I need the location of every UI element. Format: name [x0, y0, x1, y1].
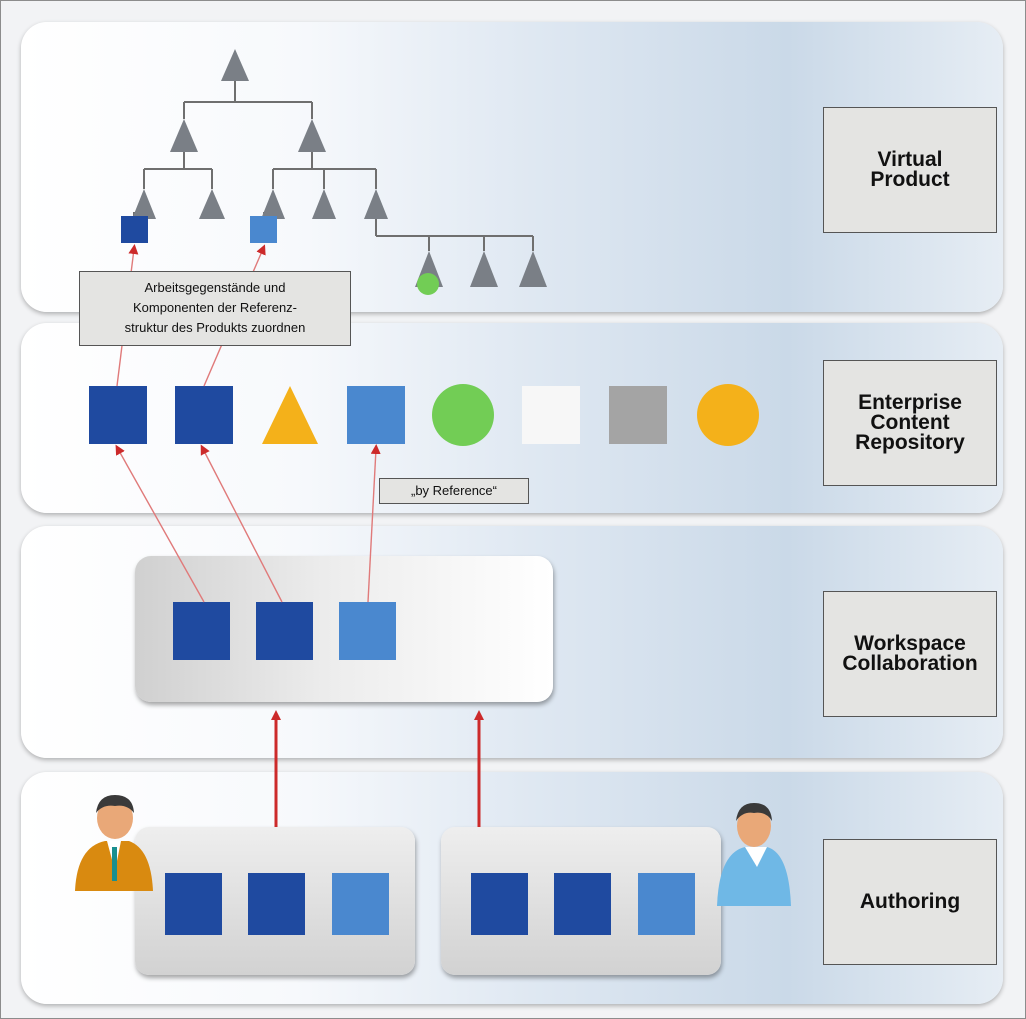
repo-orange-circle: [697, 384, 759, 446]
repo-light-blue-square: [347, 386, 405, 444]
author-user-left-avatar: [75, 795, 153, 891]
repo-dark-blue-square: [89, 386, 147, 444]
authoring-dark-blue-square: [165, 873, 222, 935]
product-structure-tree: [133, 81, 534, 251]
label-enterprise-content-repository: Enterprise Content Repository: [823, 360, 997, 486]
label-authoring: Authoring: [823, 839, 997, 965]
authoring-light-blue-square: [332, 873, 389, 935]
tree-node-triangle: [199, 189, 225, 219]
note-by-reference: „by Reference“: [379, 478, 529, 504]
tree-item-green-circle: [417, 273, 439, 295]
tree-node-root-triangle: [221, 49, 249, 81]
repo-grey-square: [609, 386, 667, 444]
tree-node-triangle: [470, 251, 498, 287]
repo-green-circle: [432, 384, 494, 446]
author-user-right-avatar: [717, 803, 791, 906]
tree-node-triangle: [298, 119, 326, 152]
reference-arrow: [367, 444, 381, 603]
label-virtual-product: Virtual Product: [823, 107, 997, 233]
tree-node-triangle: [261, 189, 285, 219]
workspace-light-blue-square: [339, 602, 396, 660]
authoring-dark-blue-square: [554, 873, 611, 935]
reference-arrow: [115, 444, 205, 603]
repo-orange-triangle: [262, 386, 318, 444]
note-assign-components: Arbeitsgegenstände und Komponenten der R…: [79, 271, 351, 346]
repo-white-square: [522, 386, 580, 444]
workspace-dark-blue-square: [256, 602, 313, 660]
tree-node-triangle: [364, 189, 388, 219]
authoring-light-blue-square: [638, 873, 695, 935]
tree-node-triangle: [312, 189, 336, 219]
authoring-dark-blue-square: [248, 873, 305, 935]
label-workspace-collaboration: Workspace Collaboration: [823, 591, 997, 717]
tree-node-triangle: [519, 251, 547, 287]
tree-node-triangle: [132, 189, 156, 219]
workspace-dark-blue-square: [173, 602, 230, 660]
reference-arrow: [200, 444, 283, 603]
repo-dark-blue-square: [175, 386, 233, 444]
tree-item-dark-blue-square: [121, 216, 148, 243]
authoring-dark-blue-square: [471, 873, 528, 935]
tree-node-triangle: [170, 119, 198, 152]
tree-item-light-blue-square: [250, 216, 277, 243]
